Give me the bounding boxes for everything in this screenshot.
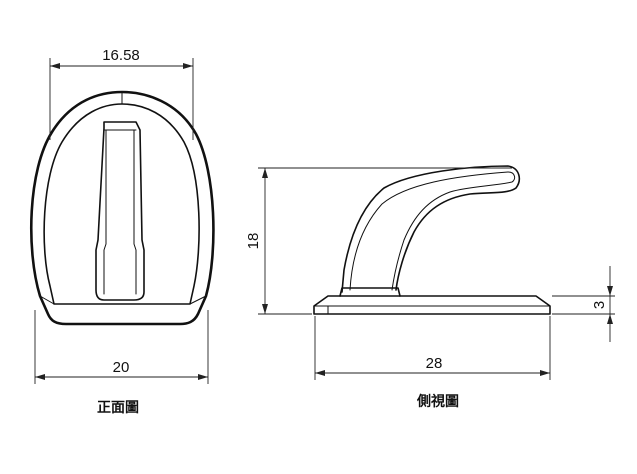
dim-top-label: 16.58 xyxy=(102,47,140,64)
front-view: 16.58 20 正面圖 xyxy=(29,47,215,416)
dim-thickness-label: 3 xyxy=(591,301,608,309)
side-hook-foot xyxy=(339,287,401,297)
side-view-caption: 側視圖 xyxy=(416,393,459,410)
front-hook-stem-inner xyxy=(103,129,137,295)
front-outer-outline xyxy=(29,90,215,326)
side-hook-arm xyxy=(341,165,521,293)
dimension-18: 18 xyxy=(245,167,512,315)
side-view: 18 3 28 側視圖 xyxy=(245,165,615,410)
front-hook-stem xyxy=(95,121,145,301)
front-view-caption: 正面圖 xyxy=(97,399,139,416)
front-base-bevel xyxy=(39,295,207,305)
dimension-28: 28 xyxy=(314,316,551,380)
dimension-20: 20 xyxy=(34,310,209,384)
dimension-3: 3 xyxy=(552,266,615,342)
side-base-plate xyxy=(313,295,551,315)
dim-height-label: 18 xyxy=(245,233,262,250)
dim-length-label: 28 xyxy=(426,355,443,372)
front-inner-outline xyxy=(43,103,200,305)
dimension-16-58: 16.58 xyxy=(49,47,194,140)
side-hook-arm-inner xyxy=(349,171,516,291)
dim-bottom-label: 20 xyxy=(113,359,130,376)
